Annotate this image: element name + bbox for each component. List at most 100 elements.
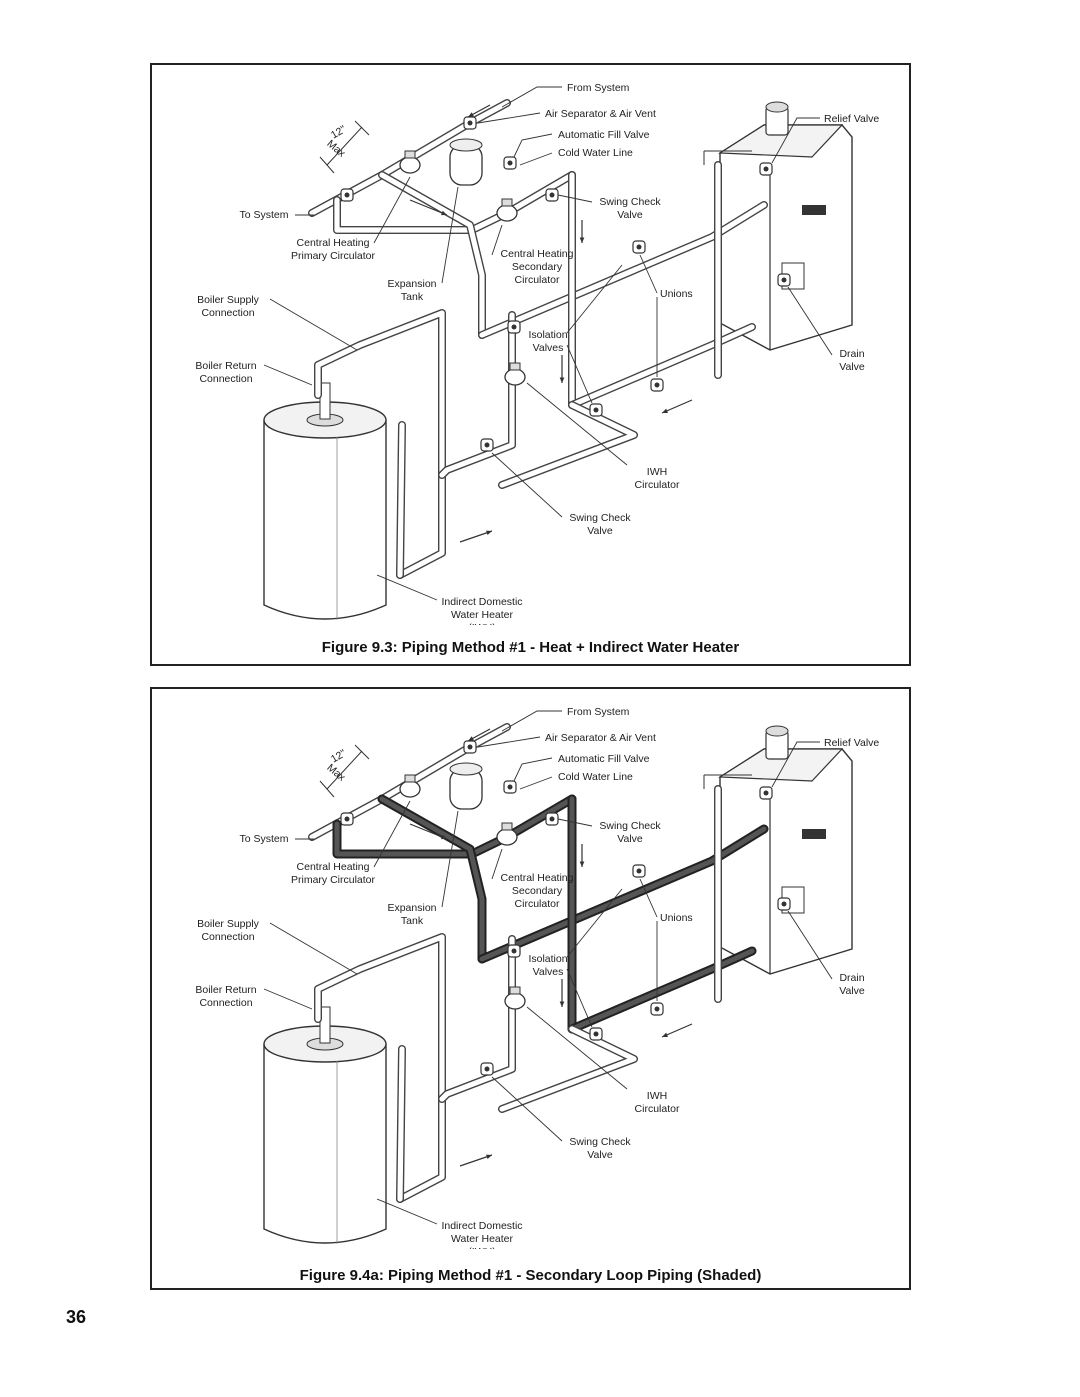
label-expansion-tank-2: Tank [401, 915, 424, 927]
label-primary-circulator-1: Central Heating [297, 861, 370, 873]
boiler-return-secondary [568, 323, 756, 409]
label-isolation-valves-2: Valves [533, 966, 564, 978]
label-automatic-fill-valve: Automatic Fill Valve [558, 753, 650, 765]
label-from-system: From System [567, 82, 630, 94]
label-indirect-dhw-1: Indirect Domestic [441, 1220, 522, 1232]
label-cold-water-line: Cold Water Line [558, 771, 633, 783]
leader-line [566, 968, 593, 1028]
leader-line [477, 112, 541, 124]
leader-line [513, 133, 553, 158]
label-iwh-circulator-1: IWH [647, 466, 667, 478]
label-automatic-fill-valve: Automatic Fill Valve [558, 129, 650, 141]
leader-line [491, 848, 503, 880]
automatic-fill-valve [503, 780, 517, 794]
leader-line [787, 286, 833, 356]
leader-line [263, 364, 313, 386]
union-supply [632, 240, 646, 254]
iwh-supply-leg [438, 311, 516, 479]
label-indirect-dhw-1: Indirect Domestic [441, 596, 522, 608]
union-return [650, 378, 664, 392]
air-separator [463, 116, 477, 130]
label-to-system: To System [239, 833, 288, 845]
label-cold-water-line: Cold Water Line [558, 147, 633, 159]
label-primary-circulator-1: Central Heating [297, 237, 370, 249]
label-drain-valve-1: Drain [839, 972, 864, 984]
label-boiler-supply-1: Boiler Supply [197, 918, 260, 930]
label-indirect-dhw-3: (IWH) [468, 622, 495, 625]
boiler-supply-pipe [314, 309, 446, 579]
label-isolation-valves-1: Isolation [528, 329, 567, 341]
dimension-max-label: Max [324, 138, 347, 160]
label-boiler-return-2: Connection [199, 997, 252, 1009]
label-drain-valve-1: Drain [839, 348, 864, 360]
leader-line [376, 1198, 438, 1225]
union-supply [632, 864, 646, 878]
leader-line [491, 224, 503, 256]
flow-arrow [579, 220, 585, 243]
central-heating-secondary-circulator [496, 198, 518, 222]
label-swing-check-1: Swing Check [599, 820, 661, 832]
flow-arrow [459, 1154, 493, 1167]
relief-valve [759, 786, 773, 800]
label-swing-check-1b: Valve [617, 209, 643, 221]
label-swing-check-2: Swing Check [569, 1136, 631, 1148]
label-secondary-circulator-3: Circulator [515, 898, 560, 910]
leader-line [519, 776, 553, 790]
flow-arrow [579, 844, 585, 867]
central-heating-secondary-circulator [496, 822, 518, 846]
automatic-fill-valve [503, 156, 517, 170]
leader-line [441, 186, 459, 284]
label-swing-check-1b: Valve [617, 833, 643, 845]
boiler-supply-pipe [314, 933, 446, 1203]
leader-line [373, 800, 411, 868]
leader-line [639, 254, 658, 294]
leader-line [566, 888, 623, 958]
label-swing-check-1: Swing Check [599, 196, 661, 208]
label-indirect-dhw-3: (IWH) [468, 1246, 495, 1249]
secondary-drop [378, 171, 486, 339]
leader-line [519, 152, 553, 166]
label-air-separator: Air Separator & Air Vent [545, 732, 656, 744]
label-boiler-return-1: Boiler Return [195, 984, 256, 996]
leader-line [526, 382, 628, 466]
relief-valve [759, 162, 773, 176]
leader-line [787, 910, 833, 980]
label-expansion-tank-1: Expansion [387, 278, 436, 290]
isolation-valve-lower [589, 403, 603, 417]
flow-arrow [409, 823, 448, 840]
leader-line [566, 264, 623, 334]
dimension-max-label: Max [324, 762, 347, 784]
leader-line [269, 298, 358, 351]
label-primary-circulator-2: Primary Circulator [291, 250, 376, 262]
label-swing-check-2b: Valve [587, 525, 613, 537]
label-swing-check-2: Swing Check [569, 512, 631, 524]
dimension-12-max [319, 120, 370, 174]
label-to-system: To System [239, 209, 288, 221]
label-unions: Unions [660, 912, 693, 924]
leader-line [501, 86, 562, 108]
label-drain-valve-2: Valve [839, 361, 865, 373]
isolation-valve-lower [589, 1027, 603, 1041]
leader-line [491, 452, 563, 518]
flow-arrow [661, 399, 693, 414]
leader-line [263, 988, 313, 1010]
flow-arrow [559, 355, 565, 383]
figure-9-3-caption: Figure 9.3: Piping Method #1 - Heat + In… [321, 639, 740, 656]
label-boiler-return-1: Boiler Return [195, 360, 256, 372]
leader-line [441, 810, 459, 908]
air-separator [463, 740, 477, 754]
label-iwh-circulator-1: IWH [647, 1090, 667, 1102]
label-secondary-circulator-3: Circulator [515, 274, 560, 286]
drain-valve [777, 897, 791, 911]
flow-arrow [661, 1023, 693, 1038]
label-secondary-circulator-1: Central Heating [501, 872, 574, 884]
union-return [650, 1002, 664, 1016]
leader-line [269, 922, 358, 975]
leader-line [566, 344, 593, 404]
isolation-valve-upper [507, 320, 521, 334]
label-swing-check-2b: Valve [587, 1149, 613, 1161]
label-indirect-dhw-2: Water Heater [451, 1233, 514, 1245]
